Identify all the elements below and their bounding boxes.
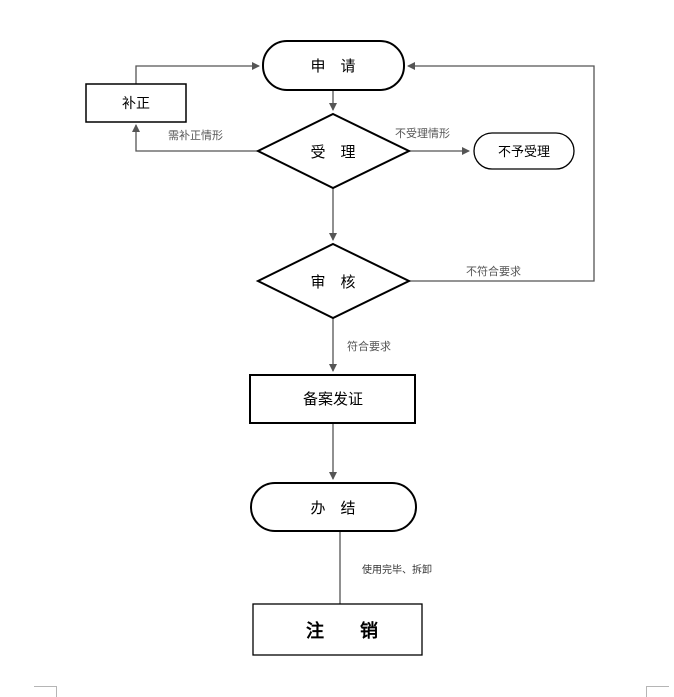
- connector-review-to-apply: [407, 62, 595, 282]
- node-not-accept-shape: [473, 132, 575, 170]
- node-accept-shape: [255, 112, 412, 190]
- node-cancel-label: 注 销: [306, 620, 378, 642]
- node-record-shape: [249, 374, 416, 424]
- node-correct-label: 补正: [122, 96, 150, 112]
- page-corner-mark-left: [34, 686, 57, 697]
- page-corner-mark-right: [646, 686, 669, 697]
- connector-correct-to-apply: [135, 62, 260, 84]
- node-apply-label: 申 请: [310, 57, 355, 75]
- node-complete-shape: [250, 482, 417, 532]
- node-apply-shape: [262, 40, 405, 91]
- node-complete-label: 办 结: [310, 499, 355, 517]
- connector-accept-to-correct: [132, 124, 258, 152]
- node-cancel-shape: [252, 603, 423, 656]
- node-review-label: 审 核: [310, 273, 355, 291]
- edge-label-not-accepted: 不受理情形: [395, 127, 450, 140]
- edge-label-after-use: 使用完毕、拆卸: [362, 563, 432, 576]
- node-review-shape: [255, 242, 412, 320]
- node-correct-shape: [85, 83, 187, 123]
- edge-label-not-compliant: 不符合要求: [466, 264, 521, 278]
- node-record-label: 备案发证: [303, 390, 363, 408]
- node-not-accept-label: 不予受理: [498, 145, 550, 160]
- node-accept-label: 受 理: [310, 143, 355, 161]
- edge-label-compliant: 符合要求: [347, 339, 391, 353]
- edge-label-needs-correction: 需补正情形: [168, 129, 223, 142]
